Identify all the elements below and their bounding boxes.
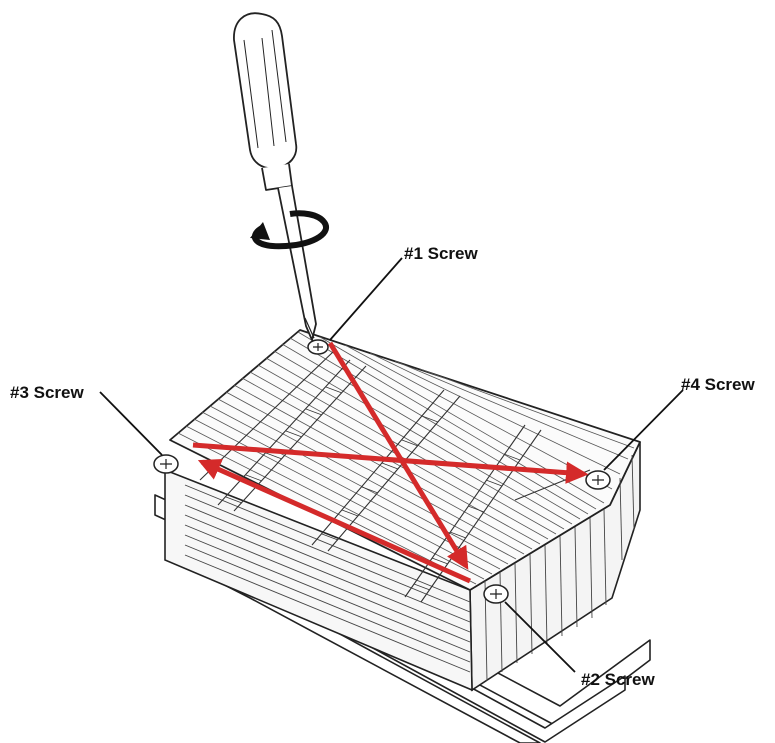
screw-3-label: #3 Screw [10,383,84,402]
screw-4-label: #4 Screw [681,375,755,394]
tightening-sequence-arrows [192,341,589,584]
screw-1-label: #1 Screw [404,244,478,263]
screw-2-head [483,584,509,604]
screwdriver-icon [233,12,317,341]
screw-3-head [153,454,179,474]
arrow-3-to-4 [192,442,589,484]
screw-head-icon [153,339,611,604]
rotation-arrow-icon [250,210,329,250]
arrow-1-to-2 [327,341,469,570]
screw-1-head [307,339,329,355]
screw-2-label: #2 Screw [581,670,655,689]
arrow-2-to-3 [197,459,472,584]
screw-4-head [585,470,611,490]
leader-lines [99,257,684,673]
heatsink [164,329,641,692]
